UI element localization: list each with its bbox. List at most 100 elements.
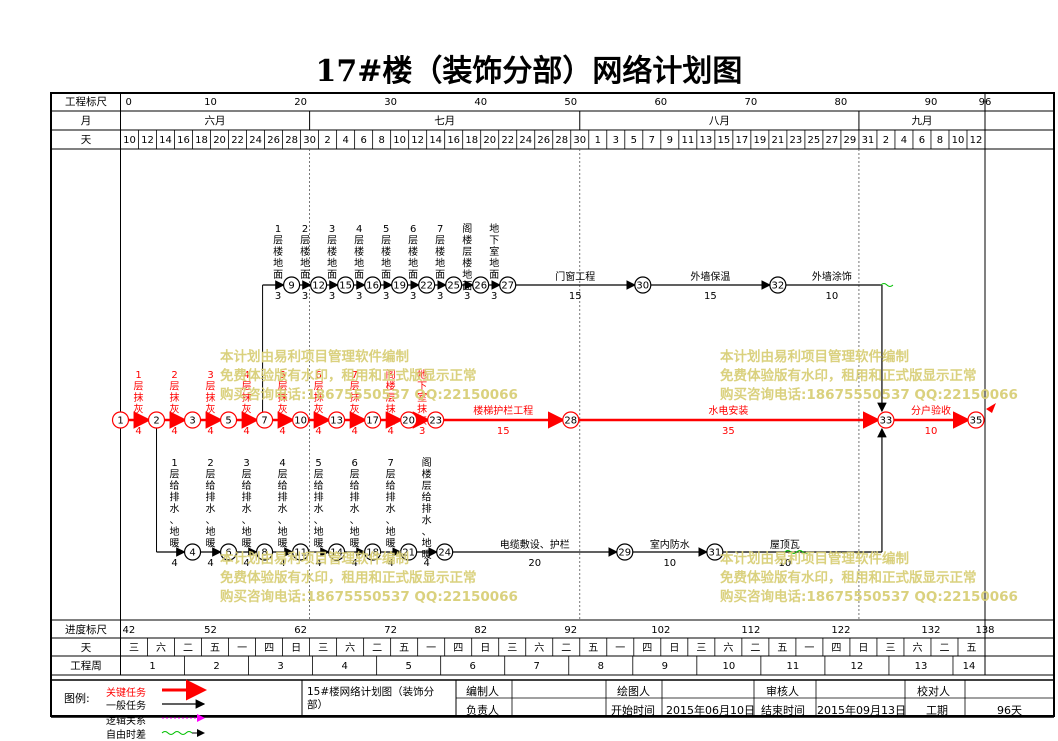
network-node: 20 [400,411,418,429]
end-label: 结束时间 [761,704,805,717]
day-cell: 9 [667,135,673,146]
day-cell: 28 [555,135,568,146]
upper-task-duration: 3 [437,291,443,302]
legend-title: 图例: [64,692,90,705]
task-label-char: 给 [350,479,360,492]
network-node: 15 [337,276,355,294]
task-label-char: 灰 [134,403,144,416]
task-label-char: 抹 [134,391,144,404]
watermark-line: 购买咨询电话:18675550537 QQ:22150066 [220,589,518,605]
task-label-char: 5 [279,370,285,381]
watermark-line: 免费体验版有水印，租用和正式版显示正常 [720,570,977,586]
day-cell: 18 [465,135,478,146]
task-label-char: 暖 [350,537,360,550]
task-label-char: 排 [206,491,216,504]
free-float-wave [784,550,810,554]
network-node: 35 [967,411,985,429]
node-number: 17 [366,416,379,427]
upper-task-label: 外墙保温 [690,270,730,283]
watermark-line: 购买咨询电话:18675550537 QQ:22150066 [220,387,518,403]
network-node: 27 [499,276,517,294]
task-label-char: 6 [351,458,357,469]
task-label-char: 地 [435,257,445,270]
task-label-char: 层 [354,235,364,247]
task-label-char: 层 [206,381,216,393]
network-node: 22 [418,276,436,294]
task-label-char: 灰 [242,403,252,416]
week-cell: 3 [277,661,283,672]
task-label-char: 地 [489,257,499,270]
progress-tick: 122 [831,625,850,636]
scale-tick: 40 [474,97,487,108]
network-node: 7 [255,411,274,429]
day-cell: 2 [883,135,889,146]
lower-task-duration: 4 [423,558,429,569]
network-node: 19 [391,276,409,294]
task-label-char: 暖 [242,537,252,550]
lower-task-duration: 4 [171,558,177,569]
task-label-char: 地 [489,222,499,235]
node-circle [282,276,301,294]
day-cell: 12 [411,135,424,146]
day-cell: 31 [862,135,875,146]
node-circle [328,543,346,561]
node-circle [427,411,445,429]
weekday-cell: 日 [291,643,301,654]
task-label-char: 地 [386,525,396,538]
node-circle [706,543,724,561]
task-label-char: 给 [386,479,396,492]
task-label-char: 排 [386,491,396,504]
progress-label: 进度标尺 [65,623,107,636]
progress-tick: 102 [651,625,670,636]
day-cell: 16 [177,135,190,146]
node-number: 32 [772,281,785,292]
task-label-char: 暖 [170,537,180,550]
progress-tick: 52 [204,625,217,636]
weekday-cell: 三 [696,643,706,654]
scale-tick: 10 [204,97,217,108]
upper-task-duration: 15 [704,291,717,302]
node-circle [436,543,454,561]
task-label-char: 、 [242,516,252,527]
network-node: 28 [562,411,580,429]
weekday-cell: 二 [183,643,193,654]
task-label-char: 3 [243,458,249,469]
node-number: 4 [189,548,195,559]
node-number: 20 [402,416,415,427]
task-label-char: 层 [435,235,445,247]
node-circle [364,543,382,561]
task-label-char: 楼 [300,245,310,258]
task-label-char: 给 [314,479,324,492]
network-node: 31 [706,543,724,561]
plan-name: 15#楼网络计划图（装饰分部） [307,686,435,711]
node-circle [310,276,328,294]
network-node: 3 [183,411,202,429]
task-label-char: 排 [314,491,324,504]
network-node: 10 [292,411,310,429]
weekday-cell: 三 [507,643,517,654]
progress-tick: 132 [921,625,940,636]
day-cell: 30 [573,135,586,146]
task-label-char: 灰 [386,414,396,427]
day-cell: 6 [360,135,366,146]
node-number: 9 [288,281,294,292]
day-cell: 21 [772,135,785,146]
start-label: 开始时间 [611,704,655,717]
network-node: 29 [616,543,634,561]
weekday-cell: 一 [615,643,625,654]
task-label-char: 6 [315,370,321,381]
lower-task-label: 屋顶瓦 [770,539,800,551]
task-label-char: 给 [242,479,252,492]
scale-tick: 96 [979,97,992,108]
task-label-char: 2 [302,224,308,235]
day-cell: 10 [952,135,965,146]
upper-task-duration: 15 [569,291,582,302]
upper-task-label: 门窗工程 [555,270,595,283]
